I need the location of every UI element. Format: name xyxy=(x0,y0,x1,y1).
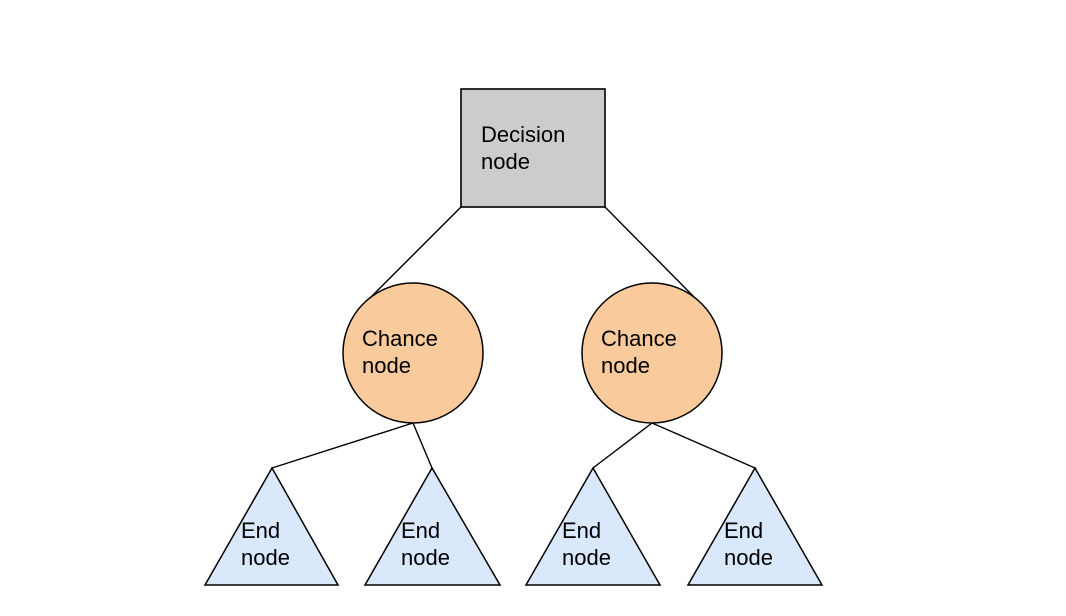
edge-chance-right-to-end-node-3 xyxy=(592,422,653,469)
end-node-3-shape[interactable] xyxy=(524,466,662,586)
edge-decision-to-chance-left xyxy=(364,206,462,304)
chance-node-left-shape[interactable] xyxy=(342,282,484,424)
chance-node-right-shape[interactable] xyxy=(581,282,723,424)
edge-chance-left-to-end-node-1 xyxy=(271,422,414,469)
decision-node-shape[interactable] xyxy=(460,88,606,208)
edge-decision-to-chance-right xyxy=(604,206,701,304)
end-node-2-shape[interactable] xyxy=(363,466,502,586)
end-node-1-shape[interactable] xyxy=(203,466,340,586)
edge-chance-left-to-end-node-2 xyxy=(412,422,433,469)
end-node-4-shape[interactable] xyxy=(686,466,824,586)
edge-chance-right-to-end-node-4 xyxy=(651,422,756,469)
